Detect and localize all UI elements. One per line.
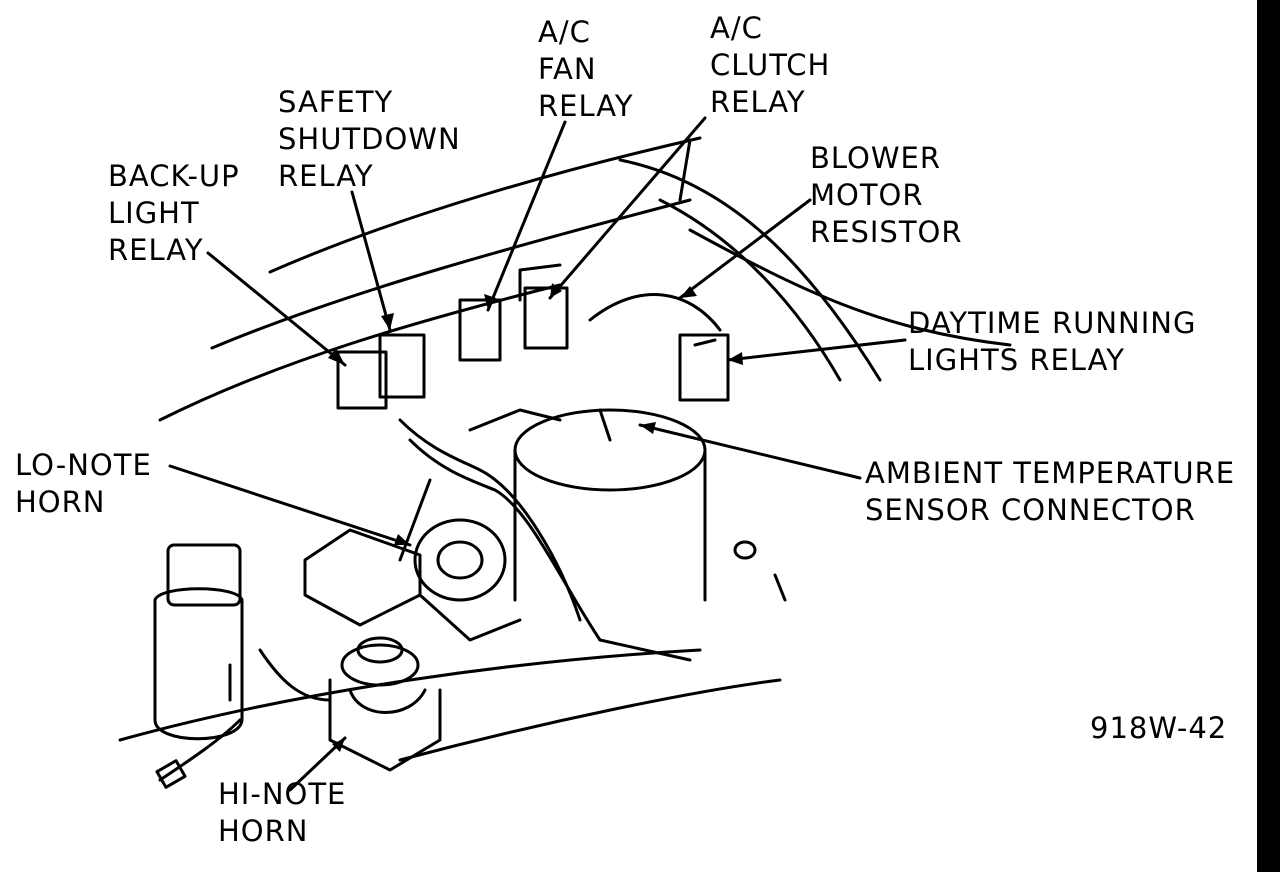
relay-cluster [336,263,730,410]
leader-lo-note-horn [168,464,412,547]
label-safety-shutdown-relay: SAFETY SHUTDOWN RELAY [278,85,461,193]
reservoir-bottle [153,543,244,741]
label-ambient-temperature-sensor-connector: AMBIENT TEMPERATURE SENSOR CONNECTOR [865,456,1236,527]
leader-blower-motor-resistor [678,198,812,300]
figure-code: 918W-42 [1090,711,1228,745]
label-hi-note-horn: HI-NOTE HORN [218,777,347,848]
leader-ambient-temp-sensor-connector [638,423,862,480]
label-ac-clutch-relay: A/C CLUTCH RELAY [710,11,831,119]
label-lo-note-horn: LO-NOTE HORN [15,448,152,519]
callout-arrowheads [328,283,743,752]
blower-housing [513,293,787,602]
leader-backup-light-relay [206,251,347,367]
label-blower-motor-resistor: BLOWER MOTOR RESISTOR [810,141,963,249]
label-daytime-running-lights-relay: DAYTIME RUNNING LIGHTS RELAY [908,306,1197,377]
scan-edge-bar [1257,0,1280,872]
leader-safety-shutdown-relay [350,190,392,332]
wiring-harness [155,408,692,789]
callout-leaders [168,116,907,792]
hi-note-horn-shape [328,636,442,772]
lo-note-horn-shape [303,518,522,642]
label-ac-fan-relay: A/C FAN RELAY [538,15,634,123]
label-backup-light-relay: BACK-UP LIGHT RELAY [108,159,240,267]
leader-ac-fan-relay [486,120,567,312]
leader-ac-clutch-relay [548,116,707,300]
leader-daytime-running-lights-relay [726,338,907,362]
